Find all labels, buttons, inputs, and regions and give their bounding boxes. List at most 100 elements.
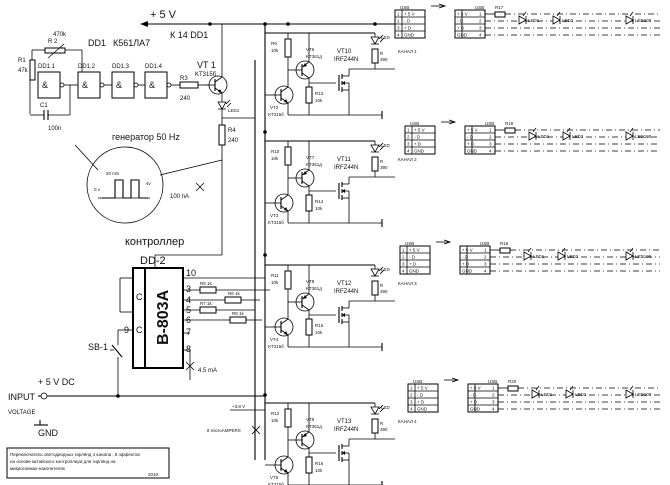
rb-value: 10k xyxy=(315,330,323,335)
rb-value: 10k xyxy=(315,468,323,473)
wave-4v: 4v xyxy=(146,181,152,186)
r1-label: R1 xyxy=(18,58,26,64)
gate-dd14: & DD1.4 xyxy=(144,64,172,99)
svg-text:&: & xyxy=(82,80,88,90)
strip-pin-num: 3 xyxy=(492,400,495,405)
vtf-label: VT11 xyxy=(337,157,352,163)
channel-led-label: LED xyxy=(381,143,391,148)
strip-pin-num: 1 xyxy=(489,128,492,133)
vtb-label: VT2 xyxy=(270,105,279,110)
rb-resistor xyxy=(305,194,313,212)
r5-label: R5 1k xyxy=(200,281,213,286)
channel-led-label: LED xyxy=(381,405,391,410)
strip-led-c-label: LED100 xyxy=(635,392,652,397)
usb-pin-num: 4 xyxy=(407,149,410,154)
strip-usb-label: USB xyxy=(485,121,494,126)
strip-pin-num: 3 xyxy=(479,26,482,31)
ra-value: 10k xyxy=(271,156,279,161)
controller-title: контроллер xyxy=(125,236,184,248)
strip-resistor-label: R17 xyxy=(495,5,504,10)
ra-label: R9 xyxy=(271,41,277,46)
svg-text:DD1.3: DD1.3 xyxy=(112,64,130,70)
strip-pin-num: 2 xyxy=(489,135,492,140)
usb-pin-name: GND xyxy=(409,269,420,274)
usb-pin-num: 2 xyxy=(397,19,400,24)
rs-label: R xyxy=(380,51,384,56)
vtb-type: KT315б xyxy=(268,482,284,485)
rs-value: 390 xyxy=(380,165,388,170)
vta-type: KT361д xyxy=(306,162,322,167)
vta-label: VT8 xyxy=(306,279,315,284)
strip-pin-num: 4 xyxy=(479,33,482,38)
usb-pin-num: 4 xyxy=(397,33,400,38)
strip-pin-num: 4 xyxy=(489,149,492,154)
usb-pin-num: 2 xyxy=(402,255,405,260)
rb-label: R15 xyxy=(315,323,324,328)
strip-led-b-label: LED2 xyxy=(562,18,574,23)
channel-name: КАНАЛ 1 xyxy=(398,49,417,54)
svg-text:8: 8 xyxy=(186,344,191,354)
vtb-label: VT3 xyxy=(270,213,279,218)
r4-resistor xyxy=(218,124,226,146)
usb-label: USB xyxy=(410,121,419,126)
vta-type: KT361д xyxy=(306,54,322,59)
usb-pin-num: 3 xyxy=(407,142,410,147)
usb-pin-name: - D xyxy=(404,19,411,24)
strip-pin-name: + D xyxy=(467,142,475,147)
strip-pin-name: - D xyxy=(467,135,474,140)
vt1-label: VT 1 xyxy=(197,60,216,70)
svg-text:DD1.1: DD1.1 xyxy=(38,64,56,70)
gate-dd11: & DD1.1 xyxy=(37,64,65,99)
main-bus xyxy=(254,24,267,460)
vtb-type: KT315б xyxy=(268,344,284,349)
vta-label: VT6 xyxy=(306,47,315,52)
usb-pin-name: + D xyxy=(417,400,425,405)
supply-label: + 5 V xyxy=(150,9,177,21)
usb-pin-name: + D xyxy=(414,142,422,147)
vtf-type: IRFZ44N xyxy=(334,289,358,295)
controller-chip xyxy=(132,267,184,369)
rb-resistor xyxy=(305,318,313,336)
strip-pin-name: + D xyxy=(462,262,470,267)
svg-text:C: C xyxy=(136,292,143,302)
ra-resistor xyxy=(284,146,292,166)
usb-pin-num: 1 xyxy=(397,12,400,17)
svg-text:DD1.4: DD1.4 xyxy=(145,64,163,70)
usb-pin-name: + 5 V xyxy=(414,128,425,133)
vtb-label: VT5 xyxy=(270,475,279,480)
c1-label: C1 xyxy=(40,103,48,109)
ra-resistor xyxy=(284,270,292,290)
usb-pin-num: 3 xyxy=(402,262,405,267)
vtf-type: IRFZ44N xyxy=(334,427,358,433)
ra-value: 10k xyxy=(271,280,279,285)
vt1-type: KT315б xyxy=(195,72,217,78)
strip-led-a-label: LED1 xyxy=(541,392,553,397)
vta-type: KT361д xyxy=(306,286,322,291)
strip-resistor-label: R19 xyxy=(500,241,509,246)
usb-label: USB xyxy=(405,241,414,246)
vtf-type: IRFZ44N xyxy=(334,57,358,63)
ra-resistor xyxy=(284,408,292,428)
strip-usb-label: USB xyxy=(475,5,484,10)
strip-led-a-label: LED1 xyxy=(538,134,550,139)
gate-dd13: & DD1.3 xyxy=(111,64,139,99)
vta-transistor xyxy=(292,60,315,80)
r2-value: 470k xyxy=(53,32,67,38)
usb-pin-name: GND xyxy=(404,33,415,38)
ra-resistor xyxy=(284,38,292,58)
vta-transistor xyxy=(292,430,315,450)
note-year: 2010 xyxy=(148,472,159,477)
vtf-label: VT10 xyxy=(337,49,352,55)
strip-pin-num: 1 xyxy=(479,12,482,17)
strip-pin-num: 1 xyxy=(484,248,487,253)
note-line-1: Переключатель светодиодных гирлянд 4 кан… xyxy=(10,452,140,457)
r1-resistor xyxy=(29,59,36,81)
mosfet xyxy=(338,443,350,463)
generator-label: генератор 50 Hz xyxy=(112,132,180,142)
channel-led-label: LED xyxy=(381,267,391,272)
vtb-transistor xyxy=(271,317,294,337)
ra-label: R10 xyxy=(271,149,280,154)
usb-pin-name: GND xyxy=(417,407,428,412)
